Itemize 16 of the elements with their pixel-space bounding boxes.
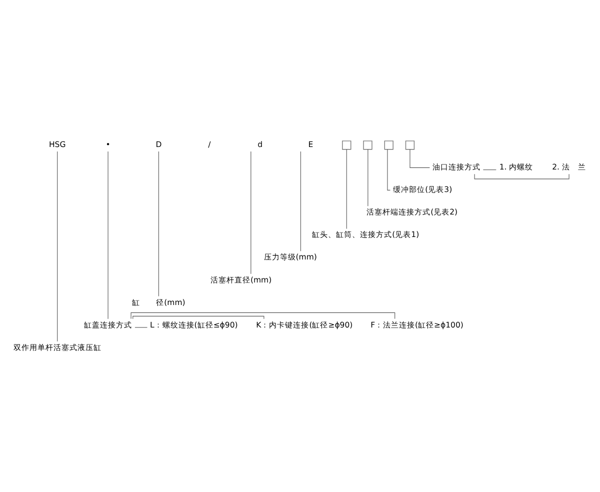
connector [134,326,148,328]
node-box [363,140,372,150]
connector [57,150,58,342]
connector [250,150,252,274]
node-box [405,140,415,150]
connector [387,148,390,190]
connector [300,150,301,251]
node-box [342,140,352,150]
connector [482,169,496,170]
connector [474,173,570,179]
connector [158,150,159,296]
connector [410,148,430,168]
node-box [384,140,394,150]
connector [132,315,264,319]
connector [130,312,396,318]
connector [346,148,347,229]
